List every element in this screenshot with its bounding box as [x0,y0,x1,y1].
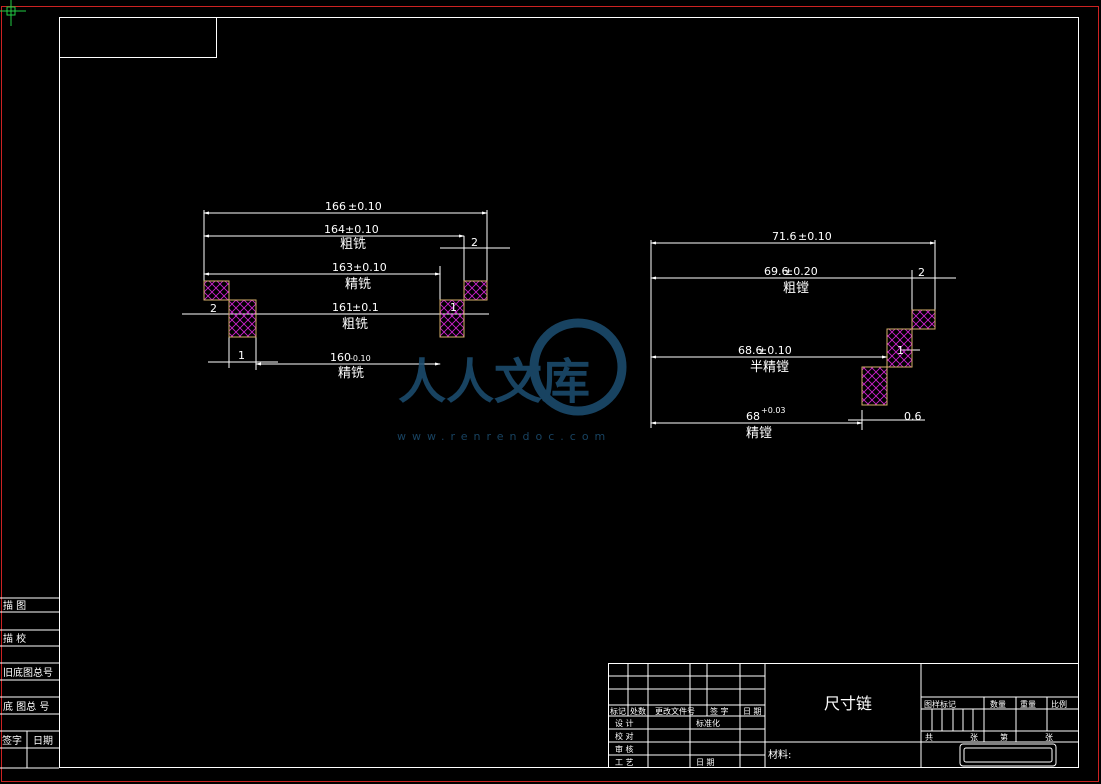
title-block-grid [608,663,1079,768]
watermark-logo-icon [529,318,627,416]
dim-163-tol: ±0.10 [353,261,387,274]
process-68-6: 半精镗 [750,360,789,375]
left-dimension-chain [182,210,510,370]
process-160: 精铣 [338,366,364,381]
step-label: 0.6 [904,410,922,423]
dim-166-tol: ±0.10 [348,200,382,213]
ucs-crosshair-icon [0,0,26,26]
dim-71-6-tol: ±0.10 [798,230,832,243]
right-dimension-texts: 71.6 ±0.10 69.6 ±0.20 粗镗 68.6 ±0.10 半精镗 … [738,230,925,441]
dim-164-tol: ±0.10 [345,223,379,236]
dim-161: 161 [332,301,353,314]
role-label: 校 对 [615,731,634,741]
stage-header: 重量 [1020,699,1036,709]
process-164: 粗铣 [340,237,366,252]
material-label: 材料: [768,748,791,761]
watermark-text: 人人文库 [398,354,590,410]
sheet-label: 共 [925,733,933,742]
dim-68-6-tol: ±0.10 [758,344,792,357]
dim-163: 163 [332,261,353,274]
drawing-frame [59,17,1079,768]
top-left-label-box [59,17,217,58]
dim-69-6: 69.6 [764,265,789,278]
process-68: 精镗 [746,426,772,441]
step-label: 1 [450,301,457,314]
block-date-label: 日 期 [696,758,715,767]
strip-sign-label: 签字 [2,734,22,747]
stage-header: 数量 [990,699,1006,709]
outer-border [1,6,1099,782]
step-label: 2 [918,266,925,279]
drawing-title: 尺寸链 [824,694,872,713]
revision-header: 处数 [630,706,646,716]
sheet-label: 第 [1000,732,1008,742]
left-strip-texts: 描 图 描 校 旧底图总号 底 图总 号 签字 日期 [2,599,53,747]
strip-date-label: 日期 [33,735,53,747]
process-163: 精铣 [345,277,371,292]
strip-row-label: 描 校 [3,632,26,645]
standardize-label: 标准化 [696,718,720,728]
sheet-label: 张 [1045,733,1053,742]
title-block-texts: 尺寸链 标记 处数 更改文件号 签 字 日 期 设 计 校 对 审 核 工 艺 … [610,694,1067,767]
revision-header: 签 字 [710,706,729,716]
strip-row-label: 描 图 [3,599,26,612]
dim-160-tol: -0.10 [350,354,371,363]
dim-68-6: 68.6 [738,344,763,357]
stage-header: 比例 [1051,699,1067,709]
dim-68: 68 [746,410,760,423]
dim-166: 166 [325,200,346,213]
revision-header: 标记 [610,706,626,716]
step-label: 2 [471,236,478,249]
left-dimension-texts: 166 ±0.10 164 ±0.10 粗铣 163 ±0.10 精铣 161 … [210,200,478,381]
watermark: 人人文库 www.renrendoc.com [397,318,627,443]
dim-69-6-tol: ±0.20 [784,265,818,278]
left-approval-strip [0,597,59,769]
dim-68-tol: +0.03 [761,406,786,415]
step-label: 2 [210,302,217,315]
watermark-url: www.renrendoc.com [397,430,611,443]
dim-71-6: 71.6 [772,230,797,243]
step-label: 1 [897,344,904,357]
stage-header: 图样标记 [924,699,956,709]
revision-header: 更改文件号 [655,706,695,716]
strip-row-label: 旧底图总号 [3,666,53,679]
right-dimension-chain [650,240,956,430]
process-69-6: 粗镗 [783,281,809,296]
sheet-label: 张 [970,733,978,742]
role-label: 审 核 [615,744,634,754]
process-161: 粗铣 [342,317,368,332]
revision-header: 日 期 [743,707,762,716]
role-label: 工 艺 [615,758,634,767]
dim-164: 164 [324,223,345,236]
role-label: 设 计 [615,718,634,728]
step-label: 1 [238,349,245,362]
strip-row-label: 底 图总 号 [3,700,49,713]
dim-161-tol: ±0.1 [352,301,379,314]
dim-160: 160 [330,351,351,364]
